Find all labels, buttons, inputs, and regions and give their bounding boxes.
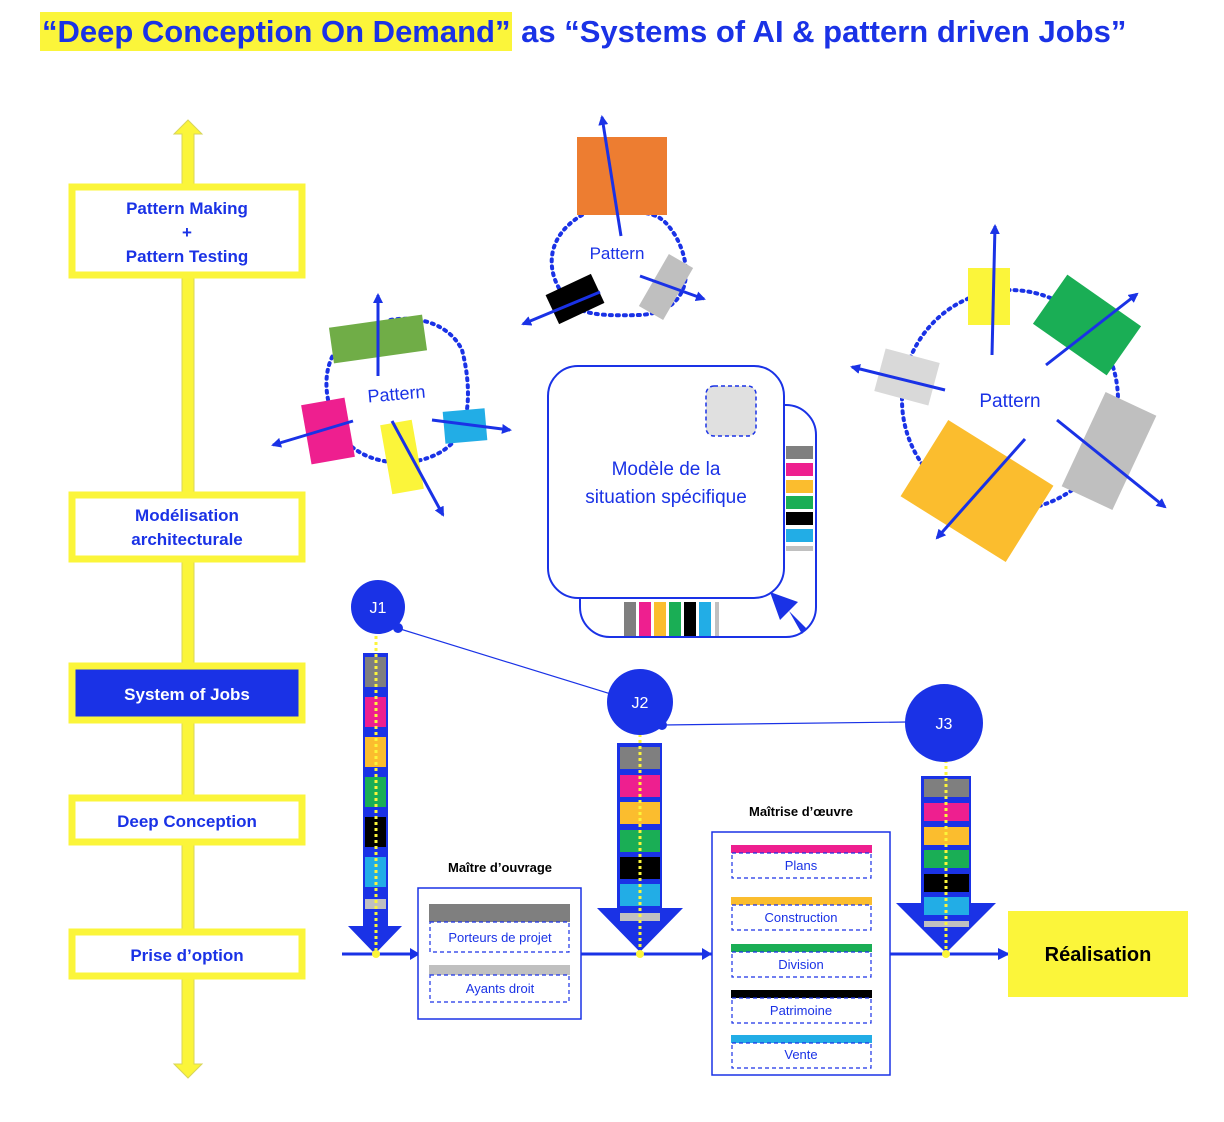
job-bubble [351,580,405,634]
panel-item: Ayants droit [466,981,535,996]
level-label: architecturale [131,530,243,549]
panel-item: Construction [765,910,838,925]
maitrise-oeuvre-panel: Maîtrise d’œuvre Plans Construction Divi… [711,804,891,1076]
level-pattern-making: Pattern Making + Pattern Testing [68,183,306,279]
panel-item: Vente [784,1047,817,1062]
pattern-cluster-top: Pattern [521,115,706,326]
job-label: J2 [632,695,649,712]
pattern-tile-gray [1061,392,1157,510]
pattern-arrow [935,438,1027,540]
pattern-arrow [639,274,706,301]
level-label: + [182,223,192,242]
level-label: Prise d’option [130,946,243,965]
pattern-arrow [989,224,1000,356]
pattern-tile-magenta [301,397,355,465]
pattern-arrow [1056,418,1167,509]
scale-double-arrow [172,119,204,1079]
realisation-label: Réalisation [1045,944,1152,966]
model-swatch-row [624,602,719,636]
realisation-box: Réalisation [1008,911,1188,997]
pattern-arrow [431,418,512,434]
job-bubble [607,669,673,735]
job-bubble [905,684,983,762]
level-label: Modélisation [135,506,239,525]
pattern-arrow [850,364,946,392]
pattern-arrow [598,115,623,237]
maitre-ouvrage-panel: Maître d’ouvrage Porteurs de projet Ayan… [417,860,582,1020]
model-title-line1: Modèle de la [612,459,721,480]
level-label: Pattern Making [126,199,248,218]
level-modelisation: Modélisation architecturale [68,491,306,563]
model-swatch-column [786,446,813,551]
flow-arrowhead [410,948,420,960]
pattern-label: Pattern [590,244,645,263]
job-j1: J1 [348,580,405,958]
level-label: System of Jobs [124,685,250,704]
level-deep-conception: Deep Conception [68,794,306,846]
pattern-cluster-right: Pattern [850,224,1167,563]
title-rest: as “Systems of AI & pattern driven Jobs” [512,14,1127,49]
pattern-tile-black [545,273,605,325]
level-label: Deep Conception [117,812,257,831]
model-placeholder [705,385,757,437]
vertical-scale: Pattern Making + Pattern Testing Modélis… [68,119,306,1079]
model-situation-specifique: Modèle de la situation spécifique [547,365,817,638]
pattern-tile-yellow [968,268,1010,325]
flow-arrowhead [702,948,712,960]
pattern-tile-lightgray [874,348,940,406]
panel-item: Plans [785,858,818,873]
level-system-of-jobs: System of Jobs [68,662,306,724]
pattern-arrow [1045,292,1139,367]
level-prise-option: Prise d’option [68,928,306,980]
model-title-line2: situation spécifique [585,487,747,508]
pattern-arrow [390,420,445,517]
job-label: J3 [936,716,953,733]
panel-item: Division [778,957,824,972]
job-link-j2-j3 [662,721,908,726]
level-label: Pattern Testing [126,247,248,266]
pattern-arrow [521,290,601,326]
page-title: “Deep Conception On Demand” as “Systems … [40,12,1127,51]
pattern-label: Pattern [367,382,427,407]
panel-title: Maître d’ouvrage [448,860,552,875]
job-j3: J3 [896,684,996,958]
job-j2: J2 [597,669,683,958]
job-label: J1 [370,600,387,617]
job-link-j1-j2 [396,627,641,704]
pattern-tile-orange [577,137,667,215]
pattern-tile-cyan [442,408,488,444]
flow-arrowhead [998,948,1010,960]
title-highlight: “Deep Conception On Demand” [40,12,513,51]
panel-item: Patrimoine [770,1003,832,1018]
pattern-tile-gray [638,254,694,320]
pattern-label: Pattern [979,391,1040,412]
panel-item: Porteurs de projet [448,930,552,945]
model-corner-arrow [770,592,806,634]
pattern-cluster-left: Pattern [271,293,512,517]
pattern-tile-yellow [380,419,424,495]
pattern-tile-green [1032,274,1142,376]
pattern-arrow [271,419,354,448]
panel-title: Maîtrise d’œuvre [749,804,853,819]
